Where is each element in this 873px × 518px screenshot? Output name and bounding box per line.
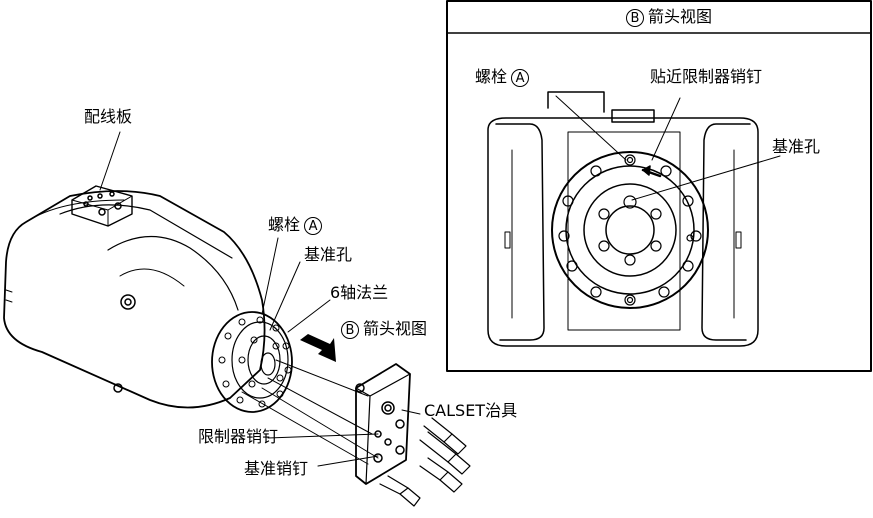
main-bolt-mark: A (304, 216, 323, 235)
main-leader-lines (99, 131, 421, 467)
inset-robot-view (487, 91, 759, 347)
main-ref-hole-label: 基准孔 (304, 245, 353, 264)
inset-near-pin-label: 贴近限制器销钉 (650, 67, 763, 86)
robot-arm (3, 185, 293, 413)
view-arrow (300, 334, 336, 362)
inset-frame (446, 0, 872, 372)
ref-pin-label: 基准销钉 (244, 459, 309, 478)
arrow-view-mark: B (341, 320, 359, 339)
inset-title-mark: B (626, 8, 644, 27)
inset-ref-hole-label: 基准孔 (772, 137, 821, 156)
inset-title-text: 箭头视图 (648, 7, 713, 26)
calset-label: CALSET治具 (424, 401, 518, 420)
calset-screws (379, 417, 471, 507)
calset-jig (355, 363, 411, 485)
inset-bolt-mark: A (511, 68, 530, 87)
inset-leader-lines (555, 95, 781, 201)
limiter-pin-label: 限制器销钉 (198, 427, 279, 446)
alignment-lines (241, 359, 379, 465)
flange-label: 6轴法兰 (330, 283, 389, 302)
wiring-board-label: 配线板 (84, 107, 133, 126)
